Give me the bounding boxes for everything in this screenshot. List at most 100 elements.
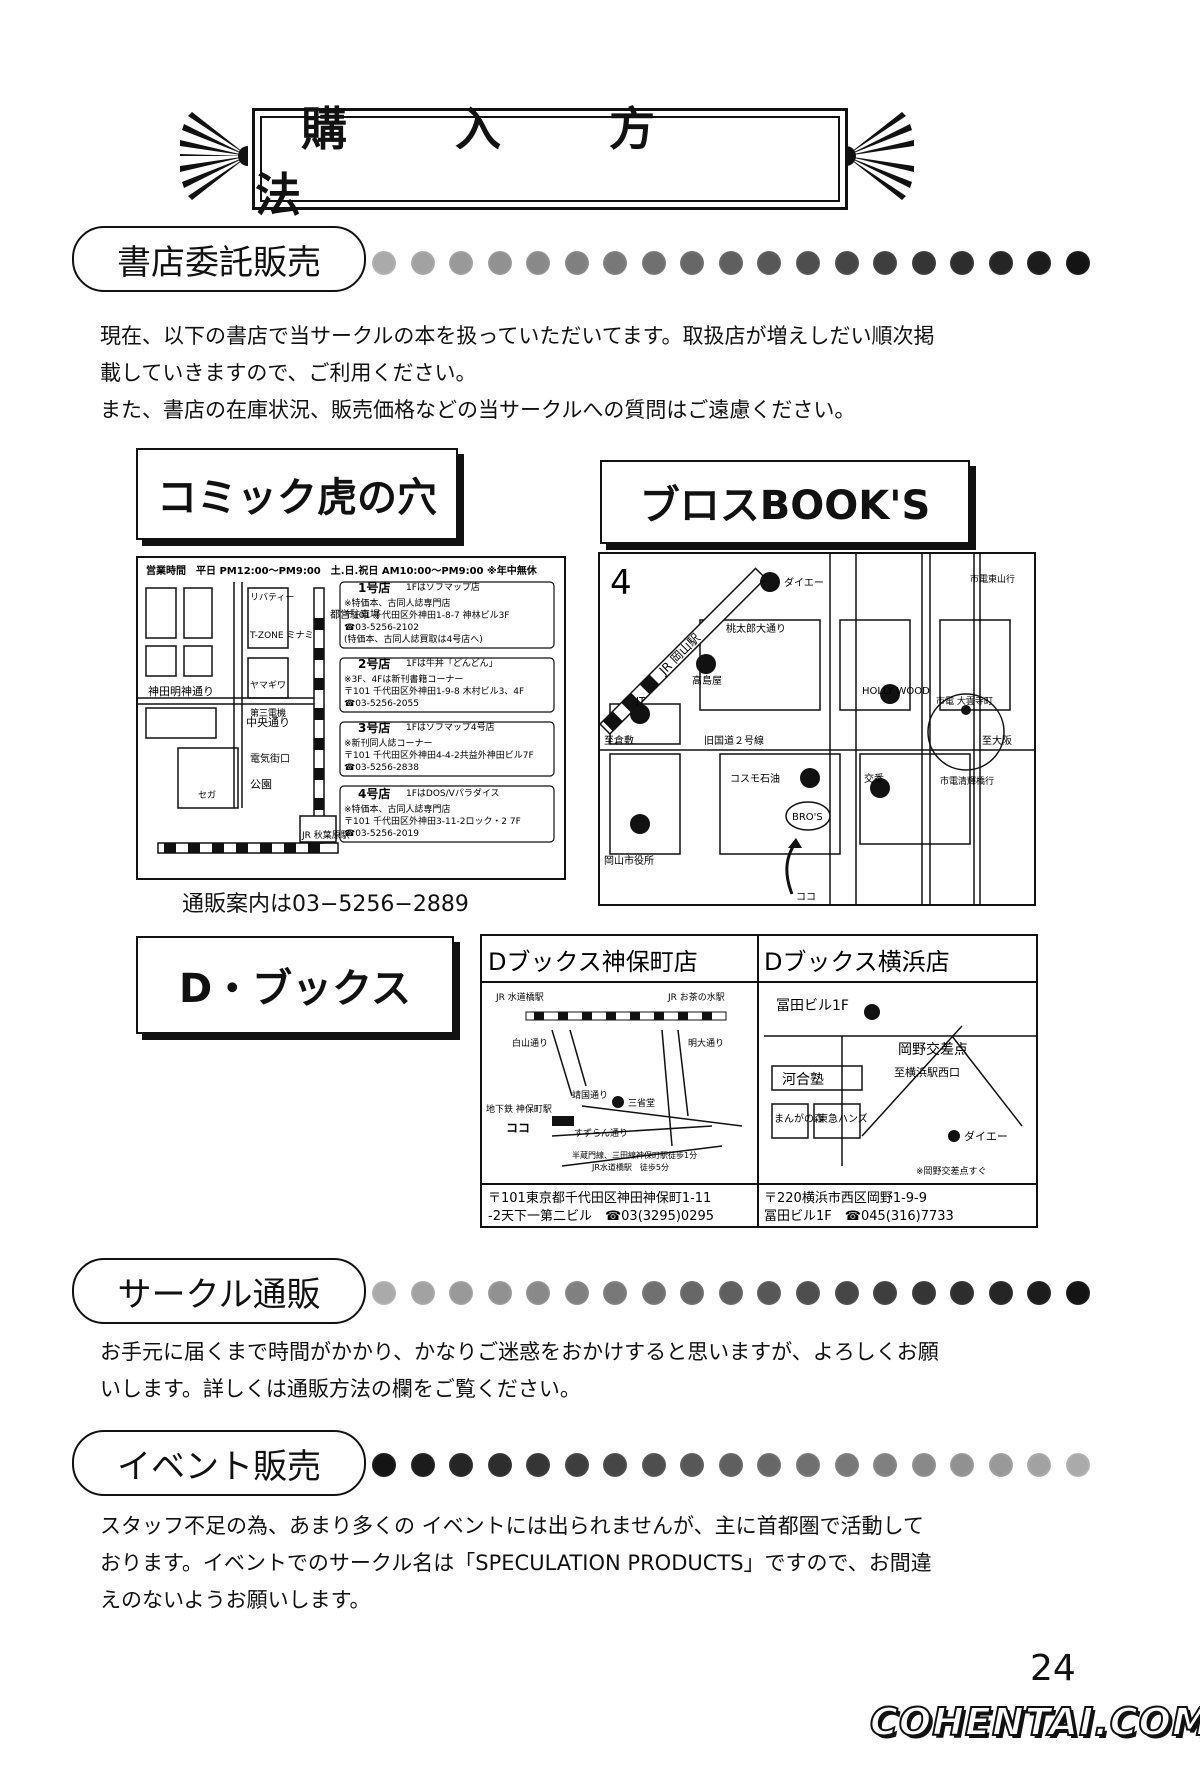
jimbocho-suzuran: すずらん通り: [574, 1128, 628, 1139]
dot-icon: [988, 251, 1013, 275]
map-label-chuo: 中央通り: [246, 716, 290, 729]
dot-icon: [873, 1281, 898, 1305]
jimbocho-koko: ココ: [506, 1121, 530, 1135]
yokohama-kawai: 河合塾: [782, 1072, 824, 1088]
yokohama-manga: まんがの森: [774, 1112, 824, 1125]
dbooks-jimbocho-title: Dブックス神保町店: [488, 948, 698, 976]
bookstore-paragraph: 現在、以下の書店で当サークルの本を扱っていただいてます。取扱店が増えしだい順次掲…: [100, 318, 1080, 429]
dot-icon: [718, 1281, 743, 1305]
branch-4-line: ☎03-5256-2019: [344, 829, 419, 839]
dot-icon: [603, 251, 628, 275]
text-line: いします。詳しくは通販方法の欄をご覧ください。: [100, 1377, 581, 1401]
dot-icon: [603, 1281, 628, 1305]
map-label-yamagiwa: ヤマギワ: [250, 680, 286, 691]
map-label-road: 神田明神通り: [148, 684, 214, 698]
dot-icon: [487, 1453, 512, 1477]
jimbocho-yasukuni: 靖国通り: [572, 1089, 608, 1101]
jimbocho-address-line: -2天下一第二ビル ☎03(3295)0295: [488, 1209, 714, 1224]
dot-icon: [372, 1453, 396, 1477]
svg-text:4: 4: [610, 563, 632, 603]
jimbocho-access2: JR水道橋駅 徒歩5分: [591, 1162, 669, 1172]
dot-icon: [526, 251, 551, 275]
dot-icon: [911, 251, 936, 275]
dot-icon: [680, 1453, 705, 1477]
yokohama-address-line: 〒220横浜市西区岡野1-9-9: [764, 1190, 927, 1206]
dot-icon: [487, 251, 512, 275]
map-label-sanseido: 第三電機: [250, 707, 286, 719]
dot-icon: [796, 251, 821, 275]
jimbocho-jr-ochanomizu: JR お茶の水駅: [667, 991, 725, 1003]
map-label-station: JR 秋葉原駅: [301, 829, 350, 841]
page-title-banner: 購 入 方 法: [252, 102, 848, 222]
bros-label-koko: ココ: [796, 892, 816, 903]
dot-icon: [950, 1281, 975, 1305]
yokohama-building: 冨田ビル1F: [776, 998, 849, 1014]
branch-2-floor: 1Fは牛丼「どんどん」: [406, 657, 498, 669]
branch-3-line: ☎03-5256-2838: [344, 763, 419, 773]
dot-icon: [487, 1281, 512, 1305]
jimbocho-access: 半蔵門線、三田線神保町駅徒歩1分: [572, 1150, 697, 1160]
dot-icon: [641, 251, 666, 275]
dot-icon: [1065, 251, 1090, 275]
text-line: また、書店の在庫状況、販売価格などの当サークルへの質問はご遠慮ください。: [100, 398, 856, 422]
branch-2-line: ☎03-5256-2055: [344, 699, 419, 709]
branch-1-line: (特価本、古同人誌買取は4号店へ): [344, 633, 483, 645]
text-line: おります。イベントでのサークル名は「SPECULATION PRODUCTS」で…: [100, 1551, 932, 1575]
section-label-event: イベント販売: [72, 1430, 366, 1496]
map-bros: JR 岡山駅 ダイエー 桃太郎大通り 高島屋 HOLLY WOOD JT 至倉敷…: [598, 552, 1036, 906]
bros-label-momotaro: 桃太郎大通り: [726, 622, 786, 635]
dot-icon: [873, 1453, 898, 1477]
dot-icon: [449, 251, 474, 275]
dot-icon: [410, 1281, 435, 1305]
fan-ornament-left-icon: [180, 112, 248, 200]
branch-4-num: 4号店: [358, 786, 390, 801]
dot-icon: [526, 1453, 551, 1477]
dot-icon: [449, 1453, 474, 1477]
map-tora: 営業時間 平日 PM12:00〜PM9:00 土.日.祝日 AM10:00〜PM…: [136, 556, 566, 880]
bros-label-daiei: ダイエー: [784, 576, 824, 589]
bros-label-kurashiki: 至倉敷: [604, 734, 634, 747]
jimbocho-address-line: 〒101東京都千代田区神田神保町1-11: [488, 1190, 711, 1206]
jimbocho-sanseido: 三省堂: [628, 1097, 655, 1109]
bros-label-osaka: 至大阪: [982, 734, 1012, 747]
dot-icon: [641, 1453, 666, 1477]
text-line: 載していきますので、ご利用ください。: [100, 361, 477, 385]
dbooks-yokohama-title: Dブックス横浜店: [764, 948, 950, 976]
dot-icon: [757, 1453, 782, 1477]
dot-icon: [1065, 1281, 1090, 1305]
store-name-dbooks: D・ブックス: [136, 936, 454, 1034]
branch-3-num: 3号店: [358, 720, 390, 735]
yokohama-daiei: ダイエー: [964, 1129, 1008, 1143]
jimbocho-hakusan: 白山通り: [512, 1037, 548, 1049]
dot-icon: [641, 1281, 666, 1305]
bros-label-koban: 交番: [864, 772, 884, 785]
dot-icon: [680, 251, 705, 275]
dot-icon: [911, 1453, 936, 1477]
branch-2-num: 2号店: [358, 656, 390, 671]
page-number: 24: [1030, 1648, 1076, 1689]
dot-icon: [757, 1281, 782, 1305]
dot-icon: [1065, 1453, 1090, 1477]
text-line: スタッフ不足の為、あまり多くの イベントには出られませんが、主に首都圏で活動して: [100, 1514, 924, 1538]
branch-3-floor: 1Fはソフマップ4号店: [406, 721, 495, 733]
map-label-liberty: リバティー: [250, 592, 294, 603]
branch-2-line: ※3F、4Fは新刊書籍コーナー: [344, 673, 463, 685]
dot-icon: [680, 1281, 705, 1305]
map-label-tzone: T-ZONE ミナミ: [249, 630, 313, 641]
dot-icon: [718, 251, 743, 275]
yokohama-address-line: 冨田ビル1F ☎045(316)7733: [764, 1209, 954, 1224]
map-label-park: 公園: [250, 778, 272, 791]
dot-icon: [834, 1281, 859, 1305]
bros-label-higashiyama: 市電東山行: [970, 573, 1015, 585]
map-dbooks: Dブックス神保町店 Dブックス横浜店 JR 水道橋駅 JR お茶の水駅 白山通り…: [480, 934, 1038, 1228]
dot-icon: [1027, 1281, 1052, 1305]
branch-4-floor: 1FはDOS/Vパラダイス: [406, 787, 500, 799]
dot-icon: [911, 1281, 936, 1305]
dot-icon: [757, 251, 782, 275]
branch-4-line: ※特価本、古同人誌専門店: [344, 803, 451, 815]
store-name-bros: ブロスBOOK'S: [600, 460, 970, 544]
branch-1-floor: 1Fはソフマップ店: [406, 581, 480, 593]
dot-icon: [988, 1281, 1013, 1305]
branch-1-line: 〒101 千代田区外神田1-8-7 神林ビル3F: [344, 609, 509, 621]
yokohama-note: ※岡野交差点すぐ: [916, 1165, 987, 1177]
